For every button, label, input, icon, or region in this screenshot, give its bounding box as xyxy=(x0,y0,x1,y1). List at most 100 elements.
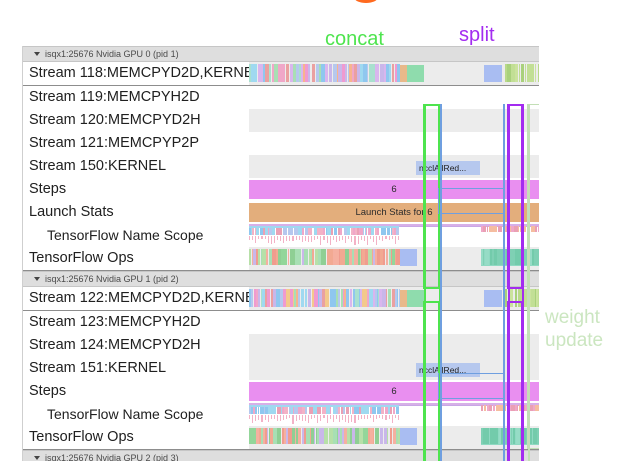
timeline-event-block xyxy=(283,414,285,421)
timeline-row[interactable]: Stream 122:MEMCPYD2D,KERNEL,MI xyxy=(23,286,539,310)
timeline-row[interactable]: Stream 121:MEMCPYP2P xyxy=(23,131,539,155)
timeline-event-block xyxy=(253,248,257,265)
timeline-event-block xyxy=(498,427,501,444)
timeline-event-block xyxy=(304,235,306,242)
timeline-row[interactable]: TensorFlow Ops xyxy=(23,246,539,270)
timeline-event-block xyxy=(377,404,382,415)
timeline-row[interactable]: Stream 119:MEMCPYH2D xyxy=(23,85,539,109)
timeline-event-block xyxy=(317,414,319,424)
timeline-event-block xyxy=(315,427,317,444)
step-bar[interactable]: 6 xyxy=(249,179,539,199)
timeline-event-block xyxy=(326,235,328,244)
timeline-event-block xyxy=(293,404,295,415)
timeline-row[interactable]: Stream 123:MEMCPYH2D xyxy=(23,310,539,334)
timeline-event-block xyxy=(291,225,293,236)
timeline-event-block xyxy=(364,225,367,236)
timeline-row[interactable]: Stream 120:MEMCPYD2H xyxy=(23,108,539,132)
timeline-event-block xyxy=(291,248,296,265)
timeline-event-block xyxy=(488,225,491,232)
timeline-event-block xyxy=(343,289,345,307)
timeline-event-block xyxy=(250,64,255,82)
timeline-event-block xyxy=(525,248,527,265)
timeline-event-block xyxy=(315,64,319,82)
timeline-event-block xyxy=(344,289,346,307)
timeline-row[interactable]: Stream 118:MEMCPYD2D,KERNEL,ME xyxy=(23,61,539,85)
timeline-event-block xyxy=(525,404,527,411)
timeline-event-block xyxy=(518,64,521,82)
group-header-gpu2[interactable]: isqx1:25676 Nvidia GPU 2 (pid 3) xyxy=(23,450,539,461)
timeline-event-block xyxy=(338,248,341,265)
timeline-event-block xyxy=(394,225,396,236)
timeline-track[interactable]: ncclAllRed... xyxy=(249,154,539,178)
chevron-down-icon[interactable] xyxy=(34,456,40,460)
timeline-track[interactable] xyxy=(249,425,539,449)
nccl-allreduce-block[interactable]: ncclAllRed... xyxy=(416,160,480,175)
timeline-event-block xyxy=(369,289,373,307)
timeline-event-block xyxy=(250,404,253,415)
timeline-event-block xyxy=(355,427,359,444)
group-header-gpu0[interactable]: isqx1:25676 Nvidia GPU 0 (pid 1) xyxy=(23,46,539,62)
timeline-event-block xyxy=(268,404,273,415)
timeline-track[interactable] xyxy=(249,223,539,247)
timeline-panel[interactable]: isqx1:25676 Nvidia GPU 0 (pid 1)Stream 1… xyxy=(22,46,539,461)
timeline-row-label: TensorFlow Name Scope xyxy=(23,406,249,422)
timeline-track[interactable]: ncclAllRed... xyxy=(249,356,539,380)
timeline-event-block xyxy=(526,427,528,444)
timeline-event-block xyxy=(385,248,389,265)
timeline-track[interactable] xyxy=(249,246,539,270)
timeline-event-block xyxy=(343,404,346,415)
timeline-event-block xyxy=(485,427,490,444)
timeline-event-block xyxy=(514,225,518,232)
chevron-down-icon[interactable] xyxy=(34,52,40,56)
timeline-event-block xyxy=(530,64,535,82)
timeline-track[interactable] xyxy=(249,85,539,109)
timeline-event-block xyxy=(509,289,514,307)
timeline-track[interactable] xyxy=(249,310,539,334)
timeline-event-block xyxy=(536,289,538,307)
timeline-event-block xyxy=(377,248,380,265)
timeline-track[interactable] xyxy=(249,108,539,132)
timeline-row[interactable]: TensorFlow Ops xyxy=(23,425,539,449)
timeline-track[interactable] xyxy=(249,131,539,155)
timeline-event-block xyxy=(263,427,265,444)
timeline-event-block xyxy=(250,427,254,444)
timeline-row[interactable]: Stream 124:MEMCPYD2H xyxy=(23,333,539,357)
timeline-event-block xyxy=(311,235,313,242)
timeline-track[interactable] xyxy=(249,402,539,426)
timeline-track[interactable]: 6 xyxy=(249,178,539,201)
timeline-event-block xyxy=(345,235,347,243)
chevron-down-icon[interactable] xyxy=(34,277,40,281)
timeline-event-block xyxy=(317,225,322,236)
annotation-weight-update: weight update xyxy=(545,306,603,352)
timeline-event-block xyxy=(282,64,285,82)
launch-stats-bar[interactable]: Launch Stats for 6 xyxy=(249,202,539,222)
timeline-event-block xyxy=(325,225,327,236)
timeline-event-block xyxy=(520,64,525,82)
timeline-track[interactable] xyxy=(249,286,539,310)
nccl-allreduce-block[interactable]: ncclAllRed... xyxy=(416,362,480,377)
timeline-event-block xyxy=(380,225,384,236)
timeline-event-block xyxy=(278,64,283,82)
step-bar[interactable]: 6 xyxy=(249,381,539,401)
timeline-event-block xyxy=(363,64,368,82)
timeline-event-block xyxy=(481,404,483,411)
group-header-gpu1[interactable]: isqx1:25676 Nvidia GPU 1 (pid 2) xyxy=(23,271,539,287)
timeline-track[interactable] xyxy=(249,333,539,357)
timeline-row[interactable]: TensorFlow Name Scope xyxy=(23,402,539,426)
timeline-track[interactable]: Launch Stats for 6 xyxy=(249,201,539,224)
timeline-event-block xyxy=(267,225,270,236)
group-header-label: isqx1:25676 Nvidia GPU 2 (pid 3) xyxy=(45,453,179,461)
timeline-event-block xyxy=(394,414,396,418)
timeline-track[interactable]: 6 xyxy=(249,380,539,403)
timeline-event-block xyxy=(292,427,295,444)
timeline-event-block xyxy=(261,289,265,307)
timeline-event-block xyxy=(522,404,526,411)
timeline-row[interactable]: TensorFlow Name Scope xyxy=(23,223,539,247)
timeline-row-label: TensorFlow Name Scope xyxy=(23,227,249,243)
timeline-track[interactable] xyxy=(249,61,539,85)
